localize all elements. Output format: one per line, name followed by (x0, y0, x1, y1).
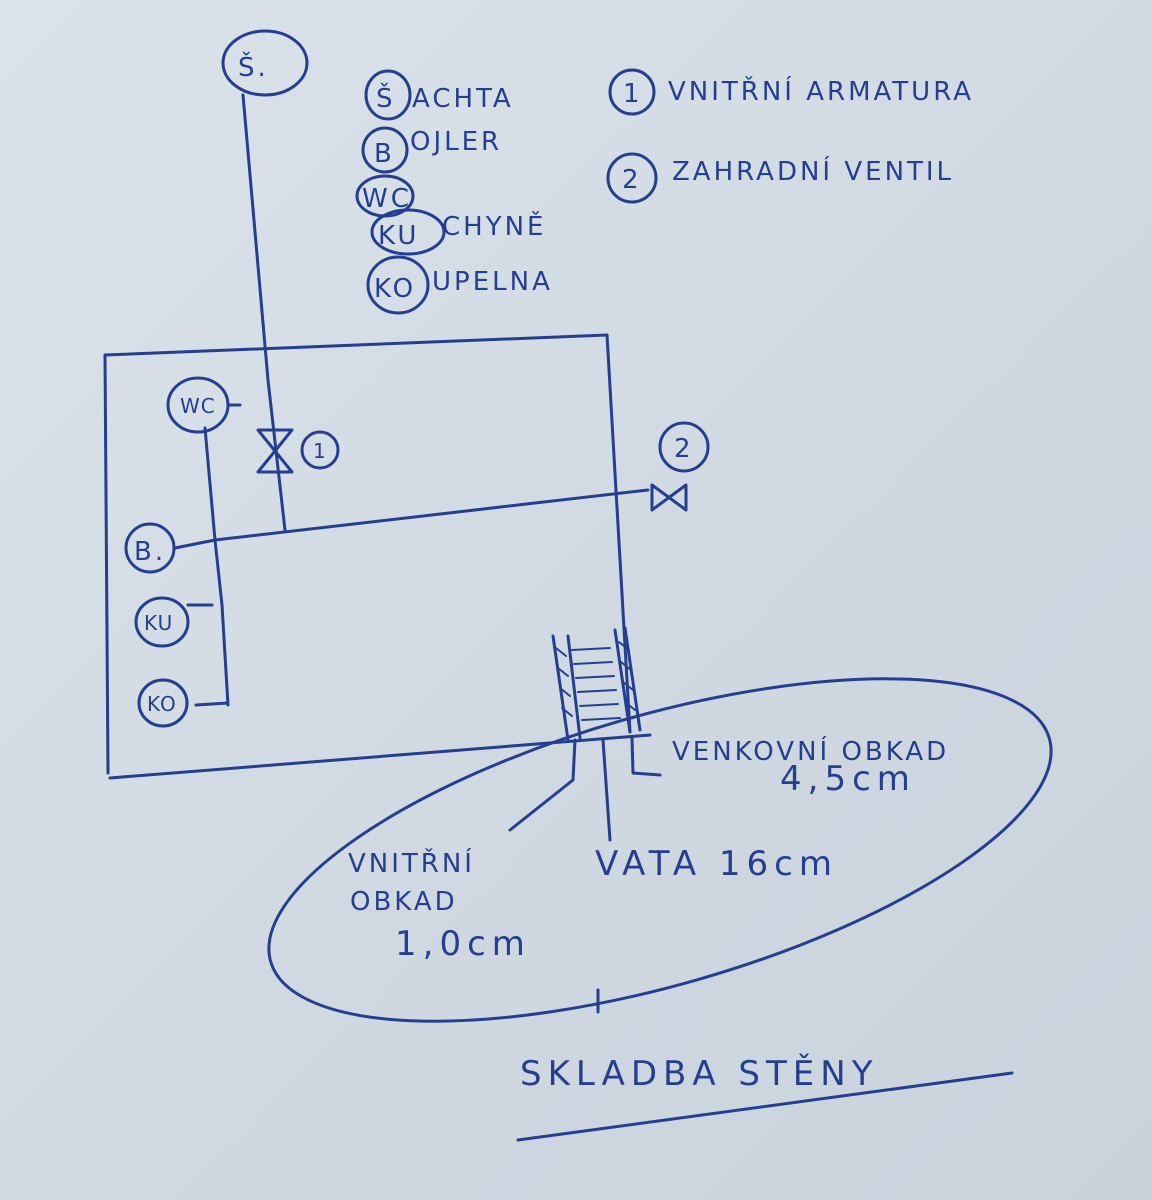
node-koupelna-label: KO (147, 692, 177, 716)
node-kuchyne: KU (134, 596, 190, 648)
building-outline-left (103, 353, 110, 775)
node-kuchyne-label: KU (144, 611, 173, 635)
node-wc: WC (166, 376, 242, 542)
node-boiler: B. (124, 522, 176, 574)
distribution-pipe (173, 488, 650, 550)
legend-rest-bojler: OJLER (410, 127, 502, 157)
detail-callout-ellipse (267, 677, 1053, 1023)
inner-cladding-label-1: VNITŘNÍ (348, 847, 475, 879)
legend-label-2: ZAHRADNÍ VENTIL (672, 155, 954, 187)
legend-abbr-bojler: B (374, 139, 395, 169)
legend-label-1: VNITŘNÍ ARMATURA (668, 75, 974, 107)
branch-pipes (186, 538, 230, 707)
node-wc-label: WC (180, 394, 216, 418)
inner-cladding-value: 1,0cm (395, 924, 531, 964)
outer-cladding-label: VENKOVNÍ OBKAD (672, 735, 949, 767)
legend-abbreviations: Š ACHTA B OJLER WC KU CHYNĚ KO UPELNA (355, 69, 553, 315)
legend-num-1: 1 (623, 79, 643, 109)
legend-num-2: 2 (622, 165, 642, 195)
node-koupelna: KO (137, 678, 189, 728)
outer-cladding-value: 4,5cm (780, 759, 916, 799)
valve-2-label: 2 (674, 434, 694, 464)
legend-abbr-koupelna: KO (374, 274, 416, 304)
legend-numbered: 1 VNITŘNÍ ARMATURA 2 ZAHRADNÍ VENTIL (606, 68, 974, 204)
wall-composition-title: SKLADBA STĚNY (520, 1053, 878, 1094)
insulation-label: VATA 16cm (595, 844, 838, 884)
valve-2: 2 (650, 421, 710, 512)
building-outline-top-right (103, 333, 632, 734)
wall-section (508, 626, 662, 842)
legend-abbr-kuchyne: KU (378, 221, 419, 251)
title-underline (516, 1071, 1014, 1142)
legend-rest-koupelna: UPELNA (432, 267, 553, 297)
inner-cladding-label-2: OBKAD (350, 887, 458, 917)
main-supply-pipe (241, 93, 287, 532)
legend-abbr-sachta: Š (376, 82, 396, 114)
legend-rest-sachta: ACHTA (412, 84, 514, 114)
valve-1-label: 1 (313, 439, 327, 463)
building-outline-bottom (108, 733, 652, 780)
shaft-circle-label: Š. (238, 51, 269, 83)
shaft-node: Š. (221, 29, 309, 97)
legend-rest-kuchyne: CHYNĚ (442, 210, 546, 242)
node-boiler-label: B. (134, 537, 166, 567)
valve-1: 1 (256, 428, 340, 474)
